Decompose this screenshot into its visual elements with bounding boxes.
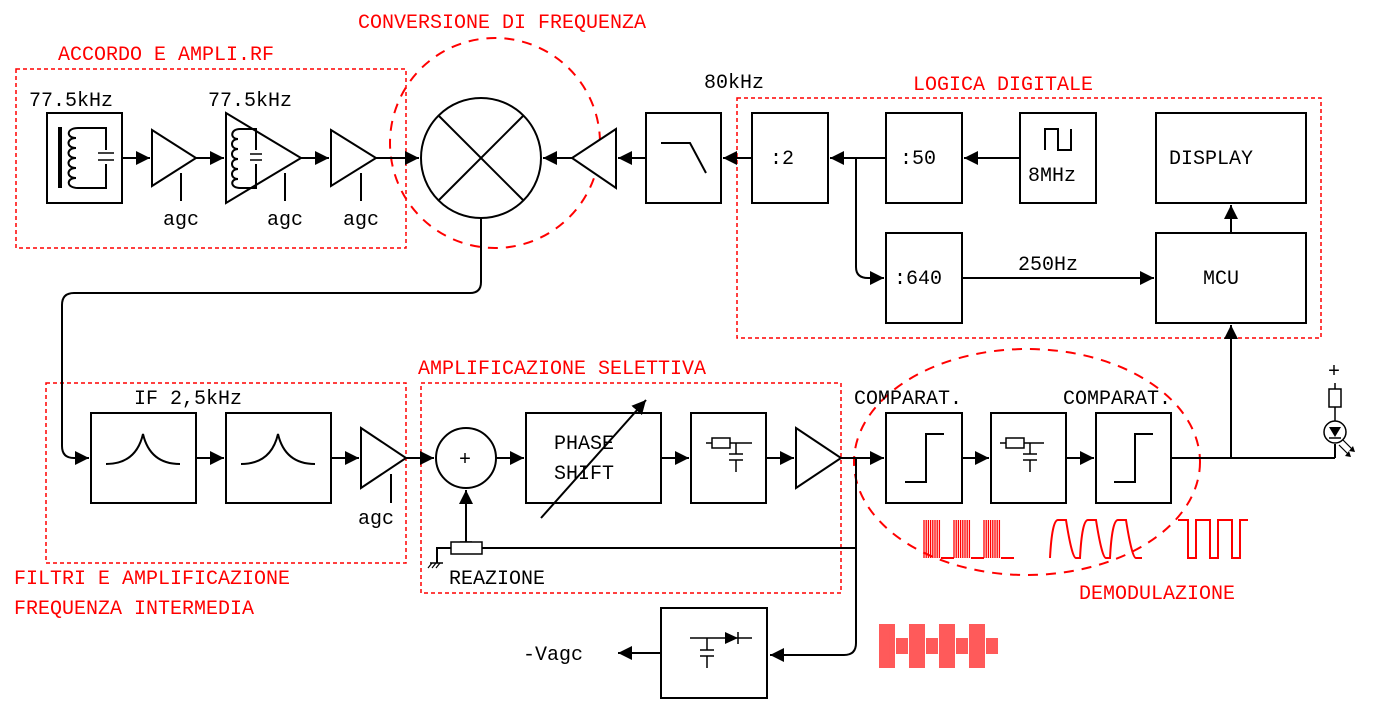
triangle-amplifier-icon [795, 426, 843, 490]
group-digital-label: LOGICA DIGITALE [913, 74, 1093, 97]
feedback-label: REAZIONE [449, 568, 545, 591]
ferrite-antenna-lc-icon [67, 127, 114, 189]
group-demod-ellipse [853, 348, 1201, 576]
waveform-rc-filtered [1049, 519, 1142, 559]
group-conversion-label: CONVERSIONE DI FREQUENZA [358, 12, 646, 35]
antenna-freq-label: 77.5kHz [29, 90, 113, 113]
ferrite-antenna-block [46, 112, 123, 204]
wire [436, 547, 451, 563]
oscillator-block [1019, 112, 1097, 204]
tuned-amplifier [225, 111, 303, 205]
waveform-rf-bursts [923, 520, 1014, 559]
circle-x-mixer-icon [438, 115, 524, 201]
display-block [1155, 112, 1307, 204]
divider-2-block [751, 112, 829, 204]
schmitt-step-icon [905, 433, 944, 483]
schmitt-step-icon [1114, 433, 1153, 483]
triangle-amplifier-icon [151, 128, 198, 188]
summer-label: + [459, 449, 471, 472]
phase-label-2: SHIFT [554, 463, 614, 486]
ground-icon [427, 562, 443, 569]
mixer [420, 97, 542, 219]
if-freq-label: IF 2,5kHz [134, 388, 242, 411]
lc-tank-icon [231, 128, 262, 189]
lowpass-filter-block [645, 112, 722, 204]
display-label: DISPLAY [1169, 148, 1253, 171]
wire [855, 158, 884, 285]
triangle-amplifier-icon [330, 128, 378, 188]
bandpass-filter-icon [240, 433, 316, 465]
variable-arrow-icon [540, 399, 647, 519]
potentiometer-icon [450, 541, 483, 555]
rectifier-block [660, 607, 768, 699]
triangle-amplifier-icon [360, 426, 408, 490]
triangle-amplifier-icon [225, 111, 303, 205]
group-if-label-1: FILTRI E AMPLIFICAZIONE [14, 568, 290, 591]
ref-freq-label: 250Hz [1018, 254, 1078, 277]
rc-filter-block [690, 412, 767, 504]
lowpass-filter-icon [661, 142, 707, 174]
comparator-2-block [1095, 412, 1172, 504]
oscillator-freq-label: 8MHz [1028, 165, 1076, 188]
bandpass-filter-icon [105, 433, 181, 465]
group-if-label-2: FREQUENZA INTERMEDIA [14, 598, 254, 621]
rc-lowpass-icon [706, 437, 752, 472]
mcu-block [1155, 232, 1307, 324]
tuned-amp-freq-label: 77.5kHz [208, 90, 292, 113]
group-selective-frame [420, 382, 842, 594]
resistor-icon [1328, 388, 1342, 408]
agc-label-1: agc [163, 209, 199, 232]
vagc-label: -Vagc [523, 644, 583, 667]
wire [770, 458, 857, 662]
divider-640-label: :640 [894, 268, 942, 291]
mcu-label: MCU [1203, 268, 1239, 291]
comparator-1-label: COMPARAT. [854, 388, 962, 411]
agc-label-if: agc [358, 508, 394, 531]
comparator-2-label: COMPARAT. [1063, 388, 1171, 411]
agc-label-3: agc [343, 209, 379, 232]
phase-label-1: PHASE [554, 433, 614, 456]
waveform-square-output [1178, 519, 1248, 559]
wire [61, 218, 482, 465]
lo-freq-label: 80kHz [704, 72, 764, 95]
led-indicator [1323, 383, 1355, 458]
bandpass-filter-block [225, 412, 332, 504]
group-digital-frame [736, 97, 1322, 339]
waveform-am-carrier [879, 624, 998, 668]
agc-label-2: agc [267, 209, 303, 232]
divider-640-block [885, 232, 963, 324]
comparator-1-block [885, 412, 963, 504]
rc-filter-block [990, 412, 1067, 504]
divider-50-label: :50 [900, 148, 936, 171]
led-supply-label: + [1328, 361, 1340, 384]
group-rf-label: ACCORDO E AMPLI.RF [58, 44, 274, 67]
diode-capacitor-icon [690, 632, 752, 668]
group-selective-label: AMPLIFICAZIONE SELETTIVA [418, 358, 706, 381]
rc-lowpass-icon [1000, 437, 1044, 472]
group-if-frame [45, 382, 407, 564]
triangle-amplifier-icon [570, 127, 617, 190]
group-demod-label: DEMODULAZIONE [1079, 583, 1235, 606]
divider-2-label: :2 [770, 148, 794, 171]
square-wave-icon [1044, 128, 1072, 151]
bandpass-filter-block [90, 412, 197, 504]
divider-50-block [885, 112, 963, 204]
